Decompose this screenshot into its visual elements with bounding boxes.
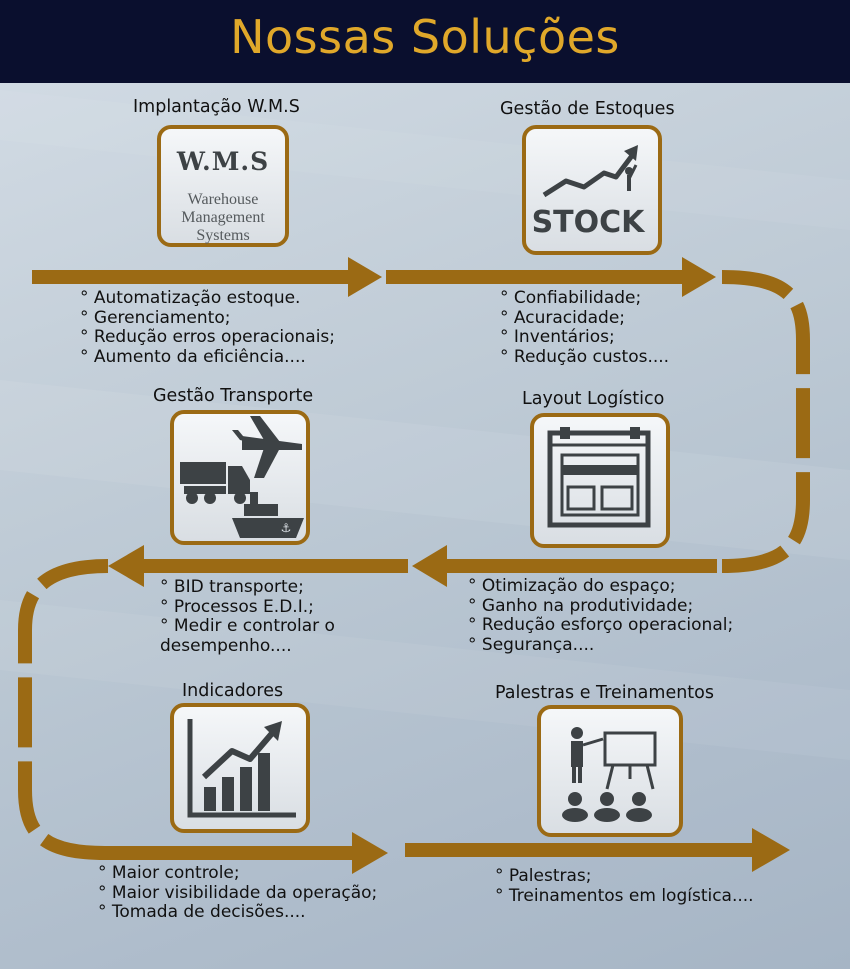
svg-text:STOCK: STOCK <box>532 205 647 240</box>
section-title-training: Palestras e Treinamentos <box>495 683 714 703</box>
wms-card: W.M.S Warehouse Management Systems <box>157 125 289 247</box>
connector-right <box>721 270 810 573</box>
layout-icon <box>547 427 651 528</box>
list-item: Aumento da eficiência.... <box>80 347 335 368</box>
arrow-row2-left-head <box>108 545 144 587</box>
airplane-icon <box>232 416 302 478</box>
chart-growth-icon <box>187 719 296 818</box>
list-item: Inventários; <box>500 327 669 348</box>
list-item: Redução erros operacionais; <box>80 327 335 348</box>
list-item: Redução esforço operacional; <box>468 615 733 636</box>
transport-icon: ⚓ <box>180 416 304 538</box>
presentation-icon <box>562 727 657 822</box>
stock-card: STOCK <box>522 125 662 255</box>
arrow-row3-left-shaft <box>105 846 357 860</box>
arrow-row2-right-head <box>412 545 447 587</box>
list-item: Treinamentos em logística.... <box>495 886 754 907</box>
list-item: Segurança.... <box>468 635 733 656</box>
section-title-stock: Gestão de Estoques <box>500 99 675 119</box>
arrow-row3-right-shaft <box>405 843 755 857</box>
training-bullets: Palestras; Treinamentos em logística.... <box>495 866 754 907</box>
arrow-row1-right-shaft <box>386 270 686 284</box>
training-card <box>537 705 683 837</box>
wms-icon: W.M.S <box>176 147 270 176</box>
list-item: Automatização estoque. <box>80 288 335 309</box>
list-item: Processos E.D.I.; <box>160 597 335 618</box>
list-item: Redução custos.... <box>500 347 669 368</box>
section-title-transport: Gestão Transporte <box>153 386 314 406</box>
list-item: Otimização do espaço; <box>468 576 733 597</box>
wms-bullets: Automatização estoque. Gerenciamento; Re… <box>80 288 335 368</box>
list-item: Palestras; <box>495 866 754 887</box>
list-item: BID transporte; <box>160 577 335 598</box>
indicators-card <box>170 703 310 833</box>
list-item: Maior controle; <box>98 863 377 884</box>
indicators-bullets: Maior controle; Maior visibilidade da op… <box>98 863 377 923</box>
list-item: Gerenciamento; <box>80 308 335 329</box>
arrow-row2-right-shaft <box>445 559 717 573</box>
arrow-row3-right-head <box>752 828 790 872</box>
stock-icon: STOCK <box>532 145 647 240</box>
page-title: Nossas Soluções <box>230 10 620 64</box>
arrow-row1-left-head <box>348 257 382 297</box>
truck-icon <box>180 462 250 504</box>
arrow-row2-left-shaft <box>140 559 408 573</box>
stock-bullets: Confiabilidade; Acuracidade; Inventários… <box>500 288 669 368</box>
list-item: Ganho na produtividade; <box>468 596 733 617</box>
list-item-continued: desempenho.... <box>160 635 292 656</box>
layout-bullets: Otimização do espaço; Ganho na produtivi… <box>468 576 733 656</box>
list-item: Medir e controlar o <box>160 616 335 637</box>
section-title-layout: Layout Logístico <box>522 389 665 409</box>
list-item: Confiabilidade; <box>500 288 669 309</box>
connector-left <box>18 559 109 860</box>
ship-icon <box>232 492 304 538</box>
transport-bullets: BID transporte; Processos E.D.I.; Medir … <box>160 577 335 656</box>
list-item: Tomada de decisões.... <box>98 902 377 923</box>
arrow-row1-left-shaft <box>32 270 352 284</box>
transport-card: ⚓ <box>170 410 310 545</box>
header-bar: Nossas Soluções <box>0 0 850 83</box>
layout-card <box>530 413 670 548</box>
arrow-row1-right-head <box>682 257 716 297</box>
section-title-indicators: Indicadores <box>182 681 284 701</box>
svg-text:⚓: ⚓ <box>281 521 292 535</box>
wms-icon-subtitle: Warehouse Management Systems <box>181 191 265 244</box>
list-item: Maior visibilidade da operação; <box>98 883 377 904</box>
section-title-wms: Implantação W.M.S <box>133 97 300 117</box>
list-item: Acuracidade; <box>500 308 669 329</box>
